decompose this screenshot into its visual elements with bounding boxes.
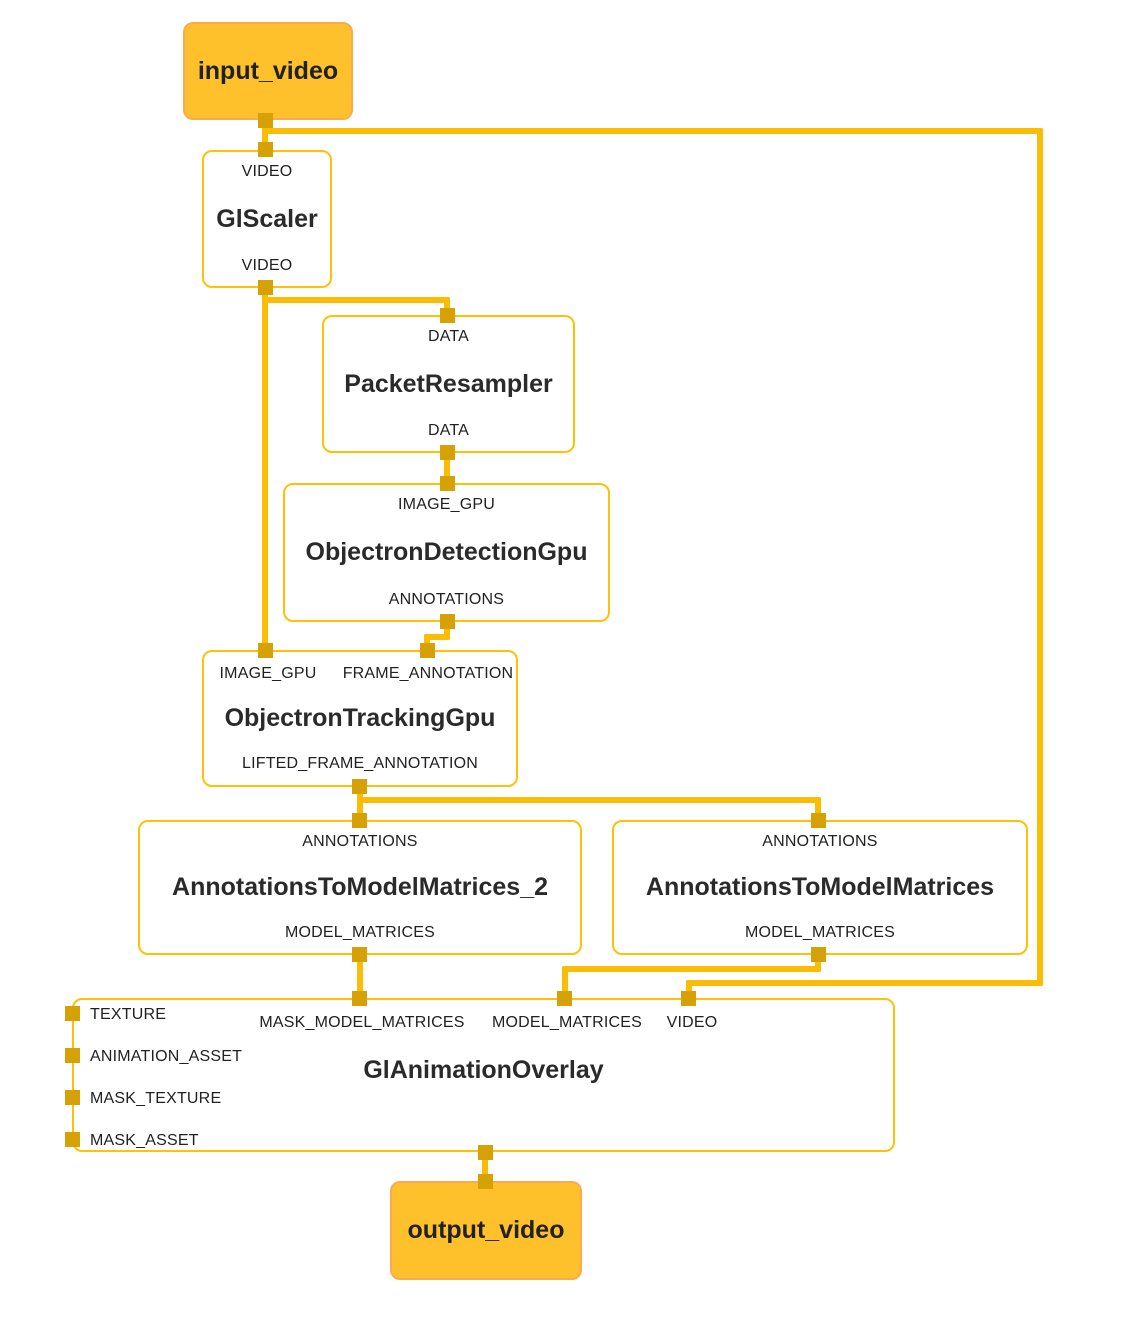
port-overlay-in-masktexture [65, 1090, 80, 1105]
overlay-side-input-mask-asset-label: MASK_ASSET [90, 1132, 199, 1149]
overlay-title: GlAnimationOverlay [363, 1056, 604, 1084]
port-tracking-in-frameannotation [420, 643, 435, 658]
port-overlay-in-maskmodelmatrices [352, 991, 367, 1006]
input-video-label: input_video [197, 56, 339, 85]
a2mm2-title: AnnotationsToModelMatrices_2 [172, 873, 548, 901]
a2mm2-output-label: MODEL_MATRICES [284, 924, 436, 941]
objectron-detection-input-label: IMAGE_GPU [398, 496, 495, 513]
port-detection-in [440, 476, 455, 491]
edge-inputvideo-overlay-v [1037, 128, 1043, 986]
objectron-tracking-input1-label: IMAGE_GPU [219, 665, 317, 682]
port-overlay-in-video [681, 991, 696, 1006]
edge-detection-tracking-v1 [444, 620, 450, 640]
edge-glscaler-tracking [262, 288, 268, 654]
port-a2mm-in [811, 813, 826, 828]
packet-resampler-title: PacketResampler [344, 369, 553, 398]
port-overlay-out [478, 1145, 493, 1160]
port-tracking-in-imagegpu [258, 643, 273, 658]
objectron-tracking-input-row: IMAGE_GPU FRAME_ANNOTATION [204, 665, 516, 685]
node-glscaler[interactable]: VIDEO GlScaler VIDEO [202, 150, 332, 288]
output-video-label: output_video [407, 1216, 565, 1244]
edge-glscaler-resampler-h [262, 297, 450, 303]
a2mm-input-label: ANNOTATIONS [762, 833, 878, 850]
node-objectron-tracking-gpu[interactable]: IMAGE_GPU FRAME_ANNOTATION ObjectronTrac… [202, 650, 518, 787]
port-overlay-in-modelmatrices [557, 991, 572, 1006]
port-glscaler-in [258, 142, 273, 157]
port-resampler-out [440, 445, 455, 460]
overlay-side-input-animation-asset-label: ANIMATION_ASSET [90, 1048, 243, 1065]
overlay-side-input-texture-label: TEXTURE [90, 1006, 167, 1023]
port-a2mm2-out [352, 947, 367, 962]
port-overlay-in-texture [65, 1006, 80, 1021]
edge-resampler-detection [444, 450, 450, 488]
port-inputvideo-out [258, 113, 273, 128]
edge-inputvideo-overlay-h2 [686, 980, 1043, 986]
port-overlay-in-animationasset [65, 1048, 80, 1063]
objectron-tracking-input2-label: FRAME_ANNOTATION [342, 665, 514, 682]
glscaler-output-label: VIDEO [241, 257, 293, 274]
edge-tracking-a2mm2 [357, 785, 363, 825]
edge-tracking-a2mm-v [815, 797, 821, 823]
edge-tracking-a2mm-h [357, 797, 821, 803]
port-a2mm2-in [352, 813, 367, 828]
a2mm2-input-label: ANNOTATIONS [302, 833, 418, 850]
node-packet-resampler[interactable]: DATA PacketResampler DATA [322, 315, 575, 453]
node-annotations-to-model-matrices-2[interactable]: ANNOTATIONS AnnotationsToModelMatrices_2… [138, 820, 582, 955]
overlay-side-input-mask-texture-label: MASK_TEXTURE [90, 1090, 222, 1107]
node-output-video[interactable]: output_video [390, 1181, 582, 1280]
port-detection-out [440, 614, 455, 629]
objectron-detection-title: ObjectronDetectionGpu [305, 538, 588, 566]
node-gl-animation-overlay[interactable]: TEXTURE ANIMATION_ASSET MASK_TEXTURE MAS… [72, 998, 895, 1152]
node-objectron-detection-gpu[interactable]: IMAGE_GPU ObjectronDetectionGpu ANNOTATI… [283, 483, 610, 622]
port-overlay-in-maskasset [65, 1132, 80, 1147]
port-outputvideo-in [478, 1174, 493, 1189]
edge-detection-tracking-h [424, 634, 450, 640]
objectron-tracking-output-label: LIFTED_FRAME_ANNOTATION [241, 755, 479, 772]
packet-resampler-input-label: DATA [427, 328, 470, 345]
edge-inputvideo-glscaler [262, 119, 268, 152]
port-a2mm-out [811, 947, 826, 962]
glscaler-title: GlScaler [216, 204, 318, 233]
edge-a2mm-overlay-v2 [562, 966, 568, 1002]
node-input-video[interactable]: input_video [183, 22, 353, 120]
port-glscaler-out [258, 280, 273, 295]
packet-resampler-output-label: DATA [427, 422, 470, 439]
edge-a2mm-overlay-h [562, 966, 821, 972]
port-resampler-in [440, 308, 455, 323]
glscaler-input-label: VIDEO [241, 163, 293, 180]
edge-overlay-outputvideo [482, 1150, 488, 1184]
edge-a2mm2-overlay [357, 953, 363, 1003]
objectron-detection-output-label: ANNOTATIONS [388, 591, 505, 608]
a2mm-title: AnnotationsToModelMatrices [645, 873, 995, 901]
edge-a2mm-overlay-v1 [815, 953, 821, 972]
overlay-top-input-mask-model-matrices-label: MASK_MODEL_MATRICES [259, 1014, 465, 1031]
edge-inputvideo-overlay-h1 [262, 128, 1043, 134]
overlay-top-input-model-matrices-label: MODEL_MATRICES [491, 1014, 643, 1031]
overlay-top-input-video-label: VIDEO [666, 1014, 718, 1031]
a2mm-output-label: MODEL_MATRICES [744, 924, 896, 941]
port-tracking-out [352, 779, 367, 794]
node-annotations-to-model-matrices[interactable]: ANNOTATIONS AnnotationsToModelMatrices M… [612, 820, 1028, 955]
objectron-tracking-title: ObjectronTrackingGpu [224, 704, 496, 732]
